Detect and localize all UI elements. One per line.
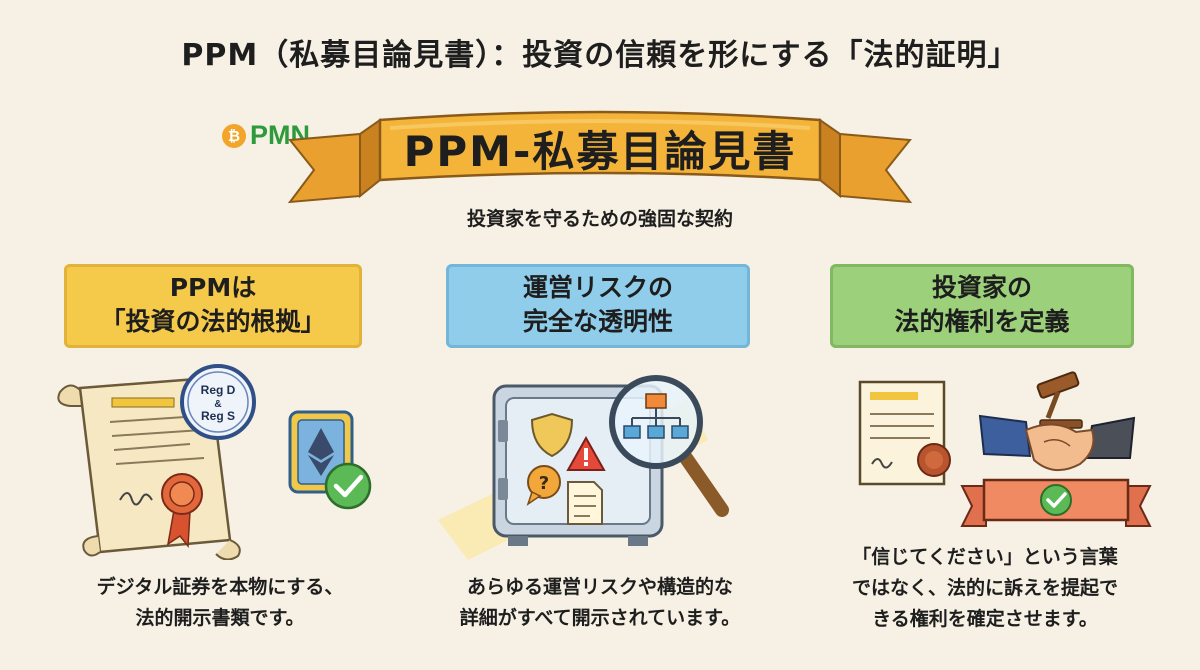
heading-line: 運営リスクの [522,273,673,302]
description-line: 「信じてください」という言葉 [852,546,1118,568]
description-line: きる権利を確定させます。 [872,608,1098,630]
banner-title: PPM-私募目論見書 [403,127,797,176]
question-bubble-icon: ? [526,465,561,506]
description-line: デジタル証券を本物にする、 [96,576,344,598]
column-heading-legal-basis: PPMは 「投資の法的根拠」 [64,264,362,348]
svg-text:?: ? [539,473,549,494]
legal-basis-illustration: Reg D & Reg S [57,364,372,560]
warning-icon [566,435,606,471]
heading-line: 法的権利を定義 [894,307,1070,336]
magnifying-glass-icon [609,375,729,517]
banner-subtitle: 投資家を守るための強固な契約 [466,208,733,230]
column-description-legal-basis: デジタル証券を本物にする、 法的開示書類です。 [70,572,370,634]
heading-line: PPMは [169,273,257,302]
reg-seal-icon: Reg D & Reg S [180,364,256,440]
column-heading-investor-rights: 投資家の 法的権利を定義 [830,264,1134,348]
investor-rights-illustration [858,371,1152,527]
check-ribbon-icon [960,478,1152,527]
description-line: あらゆる運営リスクや構造的な [466,576,733,598]
shield-icon [530,412,574,458]
logo: ₿ PMN [222,120,310,151]
document-icon [567,481,603,525]
bitcoin-coin-icon: ₿ [222,123,246,148]
seal-label: & [214,399,221,410]
description-line: 詳細がすべて開示されています。 [459,607,741,629]
wax-seal-icon [917,443,951,477]
transparency-illustration: ? [438,375,729,560]
heading-line: 投資家の [931,273,1032,302]
column-heading-transparency: 運営リスクの 完全な透明性 [446,264,750,348]
ribbon-rosette-icon [161,473,203,548]
column-description-transparency: あらゆる運営リスクや構造的な 詳細がすべて開示されています。 [430,572,770,634]
column-description-investor-rights: 「信じてください」という言葉 ではなく、法的に訴えを提起で きる権利を確定させま… [815,542,1155,635]
seal-label: Reg S [201,409,235,423]
ribbon-banner-icon [287,110,913,204]
org-chart-icon [623,393,689,439]
description-line: 法的開示書類です。 [135,607,305,629]
seal-label: Reg D [201,383,236,397]
heading-line: 「投資の法的根拠」 [100,307,326,336]
gavel-icon [1036,371,1083,429]
checkmark-badge-icon [324,462,372,510]
handshake-icon [978,414,1136,471]
description-line: ではなく、法的に訴えを提起で [851,577,1118,599]
page-title: PPM（私募目論見書）：投資の信頼を形にする「法的証明」 [181,38,1019,73]
heading-line: 完全な透明性 [522,307,673,336]
